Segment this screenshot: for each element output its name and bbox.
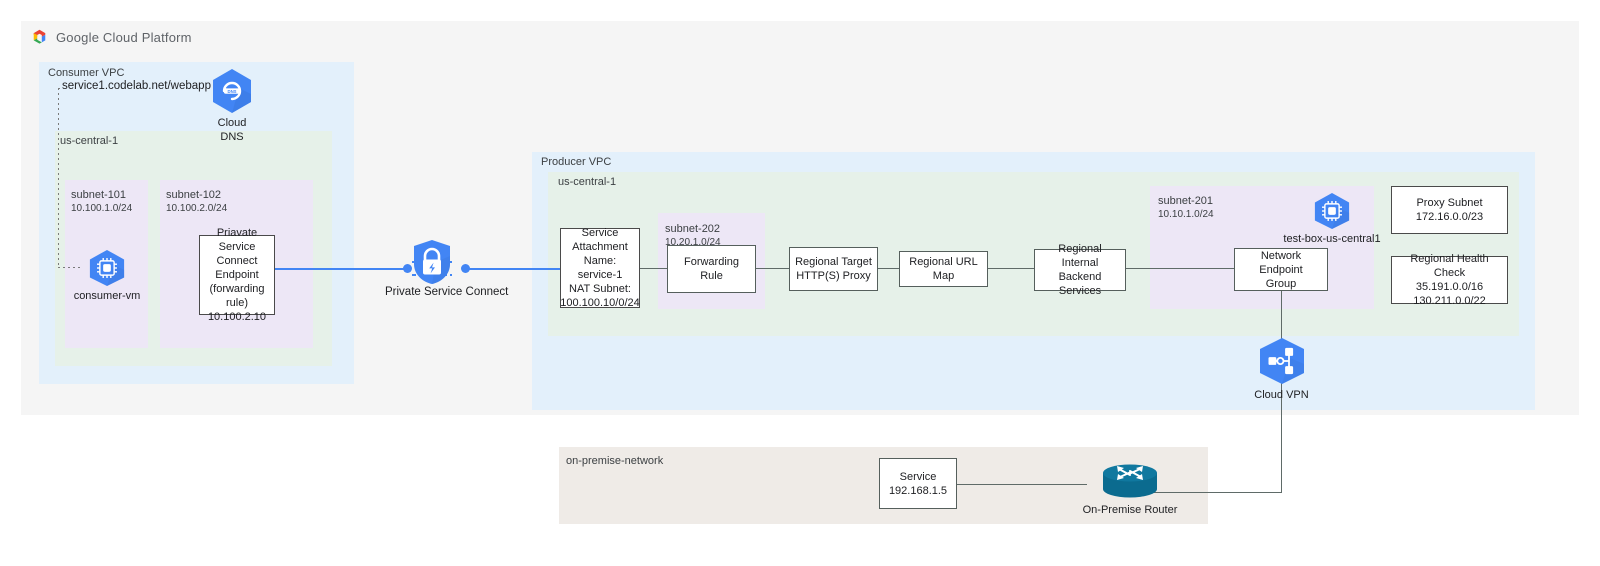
psc-connection-dot-left [403,264,412,273]
service-attachment-box: Service Attachment Name: service-1 NAT S… [560,227,640,309]
consumer-region-label: us-central-1 [60,135,119,147]
forwarding-rule-box: Forwarding Rule [667,245,756,293]
psc-endpoint-line1: Priavate Service [216,227,258,253]
psc-endpoint-line4: 10.100.2.10 [207,311,267,323]
cloud-vpn-node: Cloud VPN [1253,336,1310,402]
compute-engine-vm-icon [1314,192,1350,230]
test-box-vm-node: test-box-us-central1 [1283,192,1381,246]
producer-vpc-label: Producer VPC [541,156,612,168]
on-premise-service-box: Service 192.168.1.5 [879,458,957,509]
subnet-101-name: subnet-101 [71,189,127,201]
url-map-label: Regional URL Map [909,256,978,282]
proxy-subnet-line2: 172.16.0.0/23 [1415,211,1484,223]
service-attachment-line5: 100.100.10/0/24 [560,297,640,309]
dns-path-to-vm [58,267,82,268]
dns-path-vertical [58,88,59,268]
health-check-line1: Regional Health Check [1410,253,1489,279]
compute-engine-vm-icon [89,249,125,287]
connector-service-to-router [957,484,1087,486]
consumer-vpc-label: Consumer VPC [48,67,125,79]
connector-backend-to-neg [1125,268,1234,270]
subnet-202-label: subnet-202 10.20.1.0/24 [665,222,721,250]
google-cloud-platform-logo [33,29,46,44]
subnet-102-cidr: 10.100.2.0/24 [166,203,228,214]
service-attachment-line2: Attachment [572,241,628,253]
health-check-line3: 130.211.0.0/22 [1413,295,1486,307]
on-premise-service-line2: 192.168.1.5 [888,484,948,497]
gcp-brand: Google Cloud Platform [30,28,192,47]
regional-url-map-box: Regional URL Map [899,251,988,287]
backend-services-line1: Regional Internal [1058,243,1102,269]
proxy-subnet-line1: Proxy Subnet [1416,197,1483,209]
on-premise-service-line1: Service [899,470,937,483]
health-check-line2: 35.191.0.0/16 [1415,281,1484,293]
svg-text:DNS: DNS [227,89,236,94]
test-box-caption: test-box-us-central1 [1283,233,1381,245]
cloud-dns-label-2: DNS [220,131,244,143]
backend-services-line2: Backend Services [1058,271,1102,297]
regional-target-proxy-box: Regional Target HTTP(S) Proxy [789,247,878,291]
cloud-dns-node: DNS Cloud DNS [206,68,258,144]
subnet-101-label: subnet-101 10.100.1.0/24 [71,188,132,216]
connector-neg-to-vpn [1281,291,1283,341]
psc-connection-line-right [465,268,560,270]
connector-fr-to-proxy [756,268,790,270]
neg-line2: Group [1265,277,1297,290]
service-attachment-line4: NAT Subnet: [569,283,631,295]
subnet-201-label: subnet-201 10.10.1.0/24 [1158,194,1214,222]
connector-sa-to-fr [639,268,667,270]
psc-connection-dot-right [461,264,470,273]
subnet-101-cidr: 10.100.1.0/24 [71,203,133,214]
cloud-dns-label-1: Cloud [217,117,247,129]
producer-region-label: us-central-1 [558,176,617,188]
subnet-201-name: subnet-201 [1158,195,1214,207]
private-service-connect-icon [414,240,450,284]
neg-line1: Network Endpoint [1259,249,1303,276]
service-attachment-line3: Name: service-1 [577,255,623,281]
connector-vpn-to-router [1131,492,1282,494]
target-proxy-line2: HTTP(S) Proxy [796,270,871,282]
on-premise-network-label: on-premise-network [566,455,664,467]
private-service-connect-label: Private Service Connect [385,286,509,298]
on-premise-router-node: On-Premise Router [1075,461,1185,517]
subnet-102-name: subnet-102 [166,189,222,201]
on-premise-router-caption: On-Premise Router [1082,504,1178,516]
psc-endpoint-box: Priavate Service Connect Endpoint (forwa… [199,227,275,323]
cloud-vpn-icon [1259,338,1304,384]
proxy-subnet-box: Proxy Subnet 172.16.0.0/23 [1391,186,1508,234]
private-service-connect-node [410,238,454,286]
consumer-vm-caption: consumer-vm [73,290,141,302]
gcp-wordmark: Google Cloud Platform [56,30,192,45]
subnet-201-cidr: 10.10.1.0/24 [1158,209,1214,220]
subnet-202-name: subnet-202 [665,223,721,235]
cloud-dns-icon: DNS [213,69,251,113]
service-attachment-line1: Service [581,227,619,239]
target-proxy-line1: Regional Target [795,256,872,268]
psc-connection-line-left [275,268,410,270]
psc-endpoint-line2: Connect Endpoint [215,255,259,281]
regional-backend-services-box: Regional Internal Backend Services [1034,243,1126,297]
cloud-dns-caption: Cloud DNS [218,116,247,144]
psc-endpoint-line3: (forwarding rule) [209,283,265,309]
subnet-202-cidr: 10.20.1.0/24 [665,237,721,248]
consumer-vm-node: consumer-vm [73,249,141,303]
cloud-vpn-caption: Cloud VPN [1254,389,1309,401]
forwarding-rule-label: Forwarding Rule [683,256,740,282]
on-premise-router-icon [1103,464,1157,498]
network-endpoint-group-box: Network Endpoint Group [1234,248,1328,291]
connector-proxy-to-urlmap [878,268,900,270]
subnet-102-label: subnet-102 10.100.2.0/24 [166,188,227,216]
connector-vpn-to-onprem [1281,381,1283,493]
regional-health-check-box: Regional Health Check 35.191.0.0/16 130.… [1391,253,1508,307]
connector-urlmap-to-backend [988,268,1034,270]
dns-record-label: service1.codelab.net/webapp [60,80,213,92]
